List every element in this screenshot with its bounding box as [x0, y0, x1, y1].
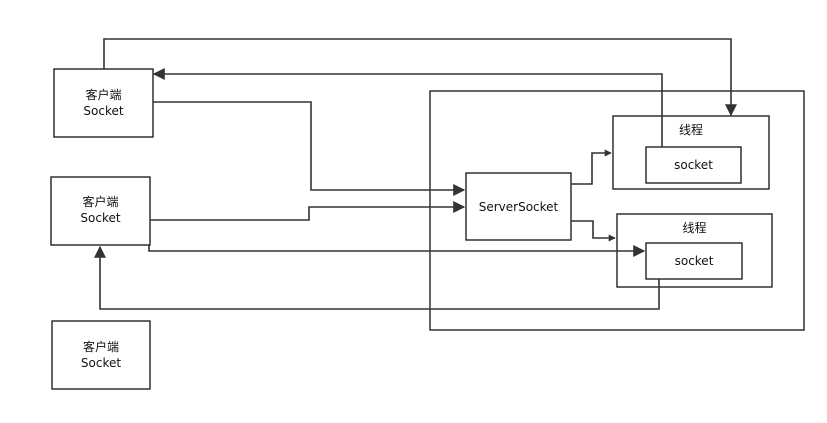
thread-2-socket-label: socket	[675, 254, 714, 268]
client-socket-1: 客户端 Socket	[53, 68, 154, 138]
client-1-label-line1: 客户端	[85, 87, 121, 102]
server-container	[429, 90, 805, 331]
thread-1-socket-label: socket	[674, 158, 713, 172]
thread-2-socket-box	[645, 242, 743, 280]
client-2-label-line2: Socket	[80, 211, 120, 225]
arrow-thread2-to-client2	[94, 245, 660, 310]
arrow-server-to-thread1	[571, 149, 612, 185]
arrow-server-to-thread2	[571, 220, 616, 242]
arrow-client2-to-thread2-socket	[148, 245, 646, 257]
arrow-client2-to-server	[150, 201, 466, 221]
thread-1-node: 线程 socket	[612, 115, 770, 190]
server-socket-label: ServerSocket	[479, 200, 559, 214]
client-socket-3: 客户端 Socket	[51, 320, 151, 390]
client-3-label-line1: 客户端	[83, 339, 119, 354]
client-1-label-line2: Socket	[83, 104, 123, 118]
client-socket-2: 客户端 Socket	[50, 176, 151, 246]
thread-1-socket-box	[645, 146, 742, 184]
server-socket-node: ServerSocket	[465, 172, 572, 241]
arrow-client1-to-server	[153, 101, 466, 196]
client-2-label-line1: 客户端	[82, 194, 118, 209]
client-3-label-line2: Socket	[81, 356, 121, 370]
thread-1-label: 线程	[679, 122, 703, 137]
thread-2-node: 线程 socket	[616, 213, 773, 288]
thread-2-label: 线程	[682, 220, 706, 235]
arrow-client1-to-thread1	[103, 38, 737, 117]
arrow-thread1-to-client1	[152, 68, 663, 147]
